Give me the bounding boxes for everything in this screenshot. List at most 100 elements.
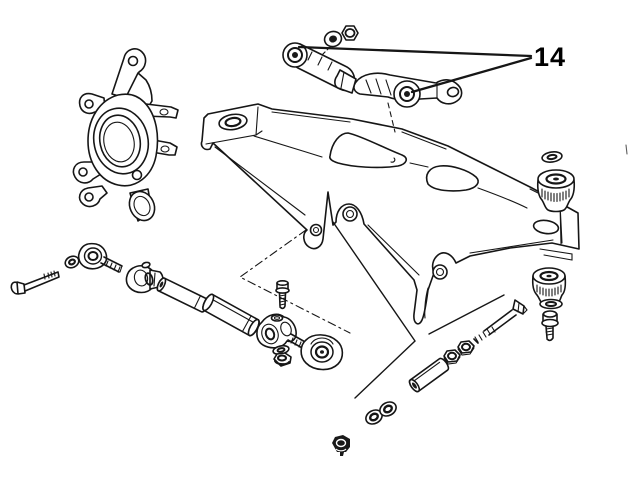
mount-upper-core: [553, 177, 559, 181]
centerline-tie-rod: [238, 229, 351, 334]
washer-top-right-outer: [541, 151, 563, 163]
arm-nut-hole: [344, 28, 356, 38]
subframe-hole-right: [532, 219, 560, 235]
arm-bushing: [323, 30, 343, 48]
clamp-inner-bore: [264, 327, 276, 341]
tie-rod-end-outer: [77, 242, 123, 273]
clamp-inner-boss-hole: [273, 316, 281, 320]
subframe-bushing-sleeve-left: [224, 116, 242, 128]
upper-arm-rear: [353, 72, 463, 108]
nut-clamp-base: [274, 360, 290, 366]
bolt-long-left-shank: [23, 271, 60, 292]
bolt-long-left-threads: [43, 270, 56, 280]
spacer-tube: [408, 357, 450, 393]
hex-nut-b-base: [443, 356, 461, 365]
mount-lower-knurl: [536, 284, 562, 297]
knuckle-hole-bottom: [131, 169, 143, 181]
clamp-inner: [256, 313, 297, 349]
front-arm-end-bracket: [334, 69, 357, 94]
washer-right-outer: [539, 298, 563, 310]
hex-nut-a-base: [457, 347, 475, 356]
guide-line-right: [428, 294, 505, 335]
clamp-outer-ring: [133, 269, 149, 287]
locknut-body: [332, 435, 350, 452]
bolt-short-flange: [541, 318, 559, 328]
subframe-crossmember: [200, 103, 580, 325]
tre-inner-threads: [290, 337, 306, 350]
arm-nut-hex: [341, 25, 359, 41]
adjuster-sleeve-end: [202, 293, 215, 312]
hex-nut-b-hole: [447, 351, 457, 361]
upper-arm-front: [282, 42, 357, 94]
knuckle-top-ear-hole: [127, 55, 139, 67]
bolt-long-left-head: [16, 281, 26, 295]
tie-rod-end-inner: [287, 333, 344, 371]
subframe-bushing-hole-left: [218, 113, 248, 131]
bolt-clamp: [275, 279, 290, 310]
assembly-guide-lines: [238, 46, 628, 399]
adjuster-sleeve-details: [212, 299, 254, 333]
margin-tick: [625, 144, 628, 155]
rear-arm-bushing-core: [404, 91, 410, 97]
subframe-cutout-a: [329, 132, 407, 169]
bolt-short-right: [541, 310, 559, 342]
tre-inner-ball-core: [320, 350, 324, 354]
subframe-tab-bushing-left: [309, 223, 323, 237]
washer-top-right-hole: [546, 153, 558, 161]
subframe-face-ridges: [253, 111, 528, 209]
subframe-block-edges: [205, 106, 263, 145]
mount-lower-core: [546, 274, 552, 278]
subframe-tab-bushing-right: [432, 264, 448, 280]
body-mount-bushing-lower: [531, 267, 567, 307]
adjuster-rod-bore: [159, 281, 164, 288]
washer-bottom-b: [379, 401, 397, 417]
nut-clamp-hole: [277, 354, 287, 362]
hex-nut-a: [457, 340, 475, 356]
subframe-outline: [200, 103, 580, 325]
subframe-flange-doubles: [214, 146, 554, 319]
spacer-tube-highlight: [413, 361, 441, 382]
mount-upper-ring: [545, 173, 567, 185]
clamp-outer-slot: [153, 272, 156, 287]
front-arm-eye-ring: [287, 47, 303, 63]
clamp-outer-lug: [141, 261, 151, 269]
knuckle-boss-inner: [133, 195, 151, 217]
locknut-tab: [340, 452, 344, 456]
clamp-inner-boss: [270, 314, 284, 322]
subframe-tab-bushing-right-hole: [435, 267, 445, 277]
bolt-short-threads: [545, 327, 554, 336]
washer-clamp: [272, 344, 290, 356]
subframe-cutout-b: [425, 165, 479, 192]
subframe-cutout-a-tab: [390, 157, 396, 163]
subframe-tab-bushing-left-hole: [312, 226, 320, 234]
rear-arm-details: [365, 78, 438, 99]
knuckle-hole-bl: [84, 192, 94, 202]
knuckle-prong-upper-hole: [159, 108, 169, 116]
tre-outer-ball-ring: [87, 251, 99, 261]
rear-arm-clevis-hole: [446, 86, 460, 98]
hex-nut-b-body: [443, 349, 461, 363]
knuckle-prong-lower-hole: [160, 145, 170, 153]
washer-bottom-b-outer: [379, 401, 397, 417]
mount-upper-knurl: [541, 188, 570, 203]
rear-arm-bushing-ring: [399, 86, 415, 102]
hex-nut-a-hole: [461, 342, 471, 352]
knuckle-bore-mid: [98, 114, 142, 168]
guide-chevron-line: [332, 221, 416, 399]
bolt-long-right: [473, 299, 528, 344]
callout-leader-lines: [297, 45, 533, 94]
washer-right-hole: [545, 301, 557, 307]
locknut-highlight: [335, 448, 347, 452]
subframe-tab-bushing-mid: [342, 206, 358, 222]
adjuster-rod-step: [193, 295, 201, 309]
washer-clamp-hole: [276, 347, 286, 353]
arm-nut: [341, 25, 359, 41]
bolt-long-right-shank: [473, 309, 517, 344]
washer-right: [539, 298, 563, 310]
callout-14: 14: [297, 42, 565, 94]
clamp-inner-ring: [261, 323, 279, 345]
mount-lower-ring: [539, 270, 559, 282]
knuckle-bore-inner: [103, 121, 135, 163]
